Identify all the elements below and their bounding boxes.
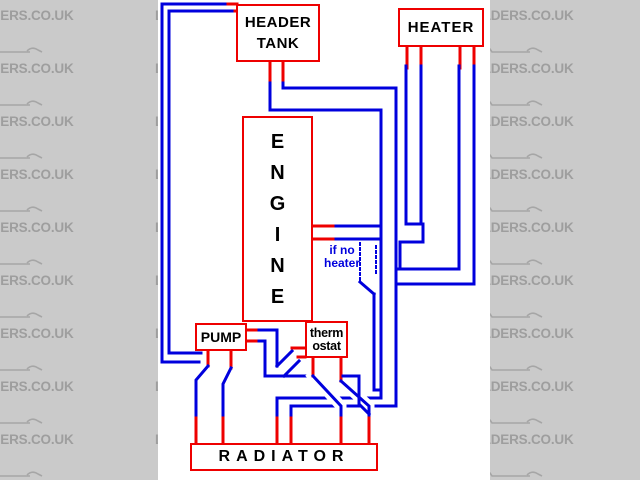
watermark-text: LOCOSTBUILDERS.CO.UK <box>0 273 74 288</box>
header-tank-box: HEADER TANK <box>236 4 320 62</box>
engine-letter: G <box>269 192 286 215</box>
watermark-text: LOCOSTBUILDERS.CO.UK <box>0 326 74 341</box>
watermark-cell: LOCOSTBUILDERS.CO.UK <box>0 410 155 460</box>
thermostat-label-line2: ostat <box>312 338 341 353</box>
watermark-cell: LOCOSTBUILDERS.CO.UK <box>0 304 155 354</box>
watermark-cell: LOCOSTBUILDERS.CO.UK <box>0 198 155 248</box>
watermark-cell: LOCOSTBUILDERS.CO.UK <box>0 145 155 195</box>
engine-box: E N G I N E <box>242 116 313 322</box>
pipe-pump-to-radiator <box>194 349 234 445</box>
watermark-text: LOCOSTBUILDERS.CO.UK <box>0 167 74 182</box>
heater-label: HEATER <box>407 19 475 36</box>
header-tank-label-line1: HEADER <box>244 14 312 31</box>
watermark-text: LOCOSTBUILDERS.CO.UK <box>0 379 74 394</box>
engine-letter: E <box>270 285 285 308</box>
pipe-tank-to-pump <box>160 2 239 364</box>
engine-letter: E <box>270 130 285 153</box>
pipe-no-heater-bypass <box>357 242 383 392</box>
watermark-text: LOCOSTBUILDERS.CO.UK <box>0 220 74 235</box>
watermark-cell: LOCOSTBUILDERS.CO.UK <box>0 39 155 89</box>
car-doodle-icon <box>0 418 43 424</box>
thermostat-box: therm ostat <box>305 321 348 358</box>
pump-box: PUMP <box>195 323 247 351</box>
watermark-cell: LOCOSTBUILDERS.CO.UK <box>0 0 155 36</box>
watermark-text: LOCOSTBUILDERS.CO.UK <box>0 61 74 76</box>
pipe-thermostat-to-radiator <box>310 356 372 445</box>
if-no-heater-line1: if no <box>329 243 355 257</box>
pipe-heater-hose-1 <box>398 45 425 271</box>
engine-letter: N <box>270 254 285 277</box>
watermark-text: LOCOSTBUILDERS.CO.UK <box>0 114 74 129</box>
watermark-text: LOCOSTBUILDERS.CO.UK <box>0 432 74 447</box>
car-doodle-icon <box>0 312 43 318</box>
radiator-label: RADIATOR <box>218 448 350 465</box>
car-doodle-icon <box>0 47 43 53</box>
car-doodle-icon <box>0 206 43 212</box>
header-tank-label-line2: TANK <box>256 35 300 52</box>
thermostat-label-line1: therm <box>309 325 344 340</box>
pipe-engine-heater-feed <box>311 224 383 241</box>
heater-box: HEATER <box>398 8 484 47</box>
pipe-pump-bypass <box>244 328 314 379</box>
watermark-cell: LOCOSTBUILDERS.CO.UK <box>0 251 155 301</box>
pump-label: PUMP <box>200 329 242 345</box>
pipe-tank-feed <box>268 60 398 408</box>
car-doodle-icon <box>0 259 43 265</box>
radiator-box: RADIATOR <box>190 443 378 471</box>
watermark-text: LOCOSTBUILDERS.CO.UK <box>0 8 74 23</box>
car-doodle-icon <box>0 153 43 159</box>
car-doodle-icon <box>0 471 43 477</box>
watermark-cell: LOCOSTBUILDERS.CO.UK <box>0 92 155 142</box>
watermark-cell: LOCOSTBUILDERS.CO.UK <box>0 463 155 480</box>
car-doodle-icon <box>0 100 43 106</box>
watermark-cell: LOCOSTBUILDERS.CO.UK <box>0 357 155 407</box>
if-no-heater-line2: heater <box>323 256 361 270</box>
pipe-heater-hose-2 <box>395 45 476 286</box>
engine-letter: N <box>270 161 285 184</box>
engine-letter: I <box>274 223 281 246</box>
if-no-heater-note: if no heater <box>314 244 370 270</box>
car-doodle-icon <box>0 365 43 371</box>
